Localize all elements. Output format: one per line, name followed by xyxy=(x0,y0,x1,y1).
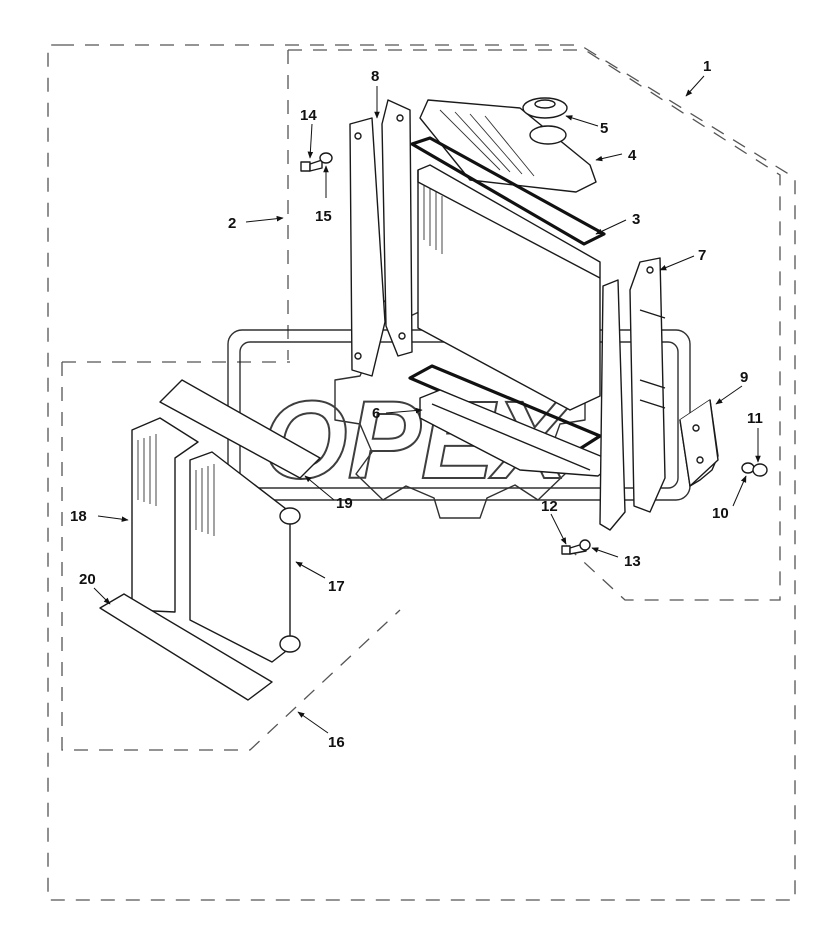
assembly-boundary-cooler xyxy=(61,361,401,751)
callout-9: 9 xyxy=(740,369,748,386)
callout-5: 5 xyxy=(600,120,608,137)
angle-bracket xyxy=(679,399,719,487)
mounting-plate-top xyxy=(159,379,321,479)
oil-cooler-front xyxy=(131,417,199,613)
callout-6: 6 xyxy=(372,405,380,422)
callout-4: 4 xyxy=(628,147,637,164)
callout-16: 16 xyxy=(328,734,345,751)
bracket-right xyxy=(599,257,666,531)
radiator-top-tank xyxy=(419,99,597,193)
radiator-cap xyxy=(522,97,568,145)
washer-15 xyxy=(319,152,333,164)
callout-7: 7 xyxy=(698,247,706,264)
callout-14: 14 xyxy=(300,107,317,124)
mounting-plate-bottom xyxy=(99,593,273,701)
nut-11 xyxy=(752,463,768,477)
callout-20: 20 xyxy=(79,571,96,588)
washer-10 xyxy=(741,462,755,474)
callout-15: 15 xyxy=(315,208,332,225)
callout-13: 13 xyxy=(624,553,641,570)
callout-labels: 1 2 3 4 5 6 7 8 9 10 11 12 13 14 15 16 1… xyxy=(70,58,763,751)
callout-11: 11 xyxy=(747,410,763,427)
callout-10: 10 xyxy=(712,505,729,522)
bolt-14 xyxy=(300,159,323,172)
callout-12: 12 xyxy=(541,498,558,515)
gasket-upper xyxy=(410,136,606,246)
radiator-core xyxy=(417,164,601,411)
callout-18: 18 xyxy=(70,508,87,525)
callout-19: 19 xyxy=(336,495,353,512)
callout-1: 1 xyxy=(703,58,711,75)
washer-13 xyxy=(579,539,591,551)
radiator-bottom-tank xyxy=(419,389,616,477)
callout-17: 17 xyxy=(328,578,345,595)
leader-lines xyxy=(93,75,761,734)
oil-cooler-rear xyxy=(189,451,301,663)
callout-3: 3 xyxy=(632,211,640,228)
bracket-left xyxy=(349,99,413,377)
callout-2: 2 xyxy=(228,215,236,232)
callout-8: 8 xyxy=(371,68,379,85)
